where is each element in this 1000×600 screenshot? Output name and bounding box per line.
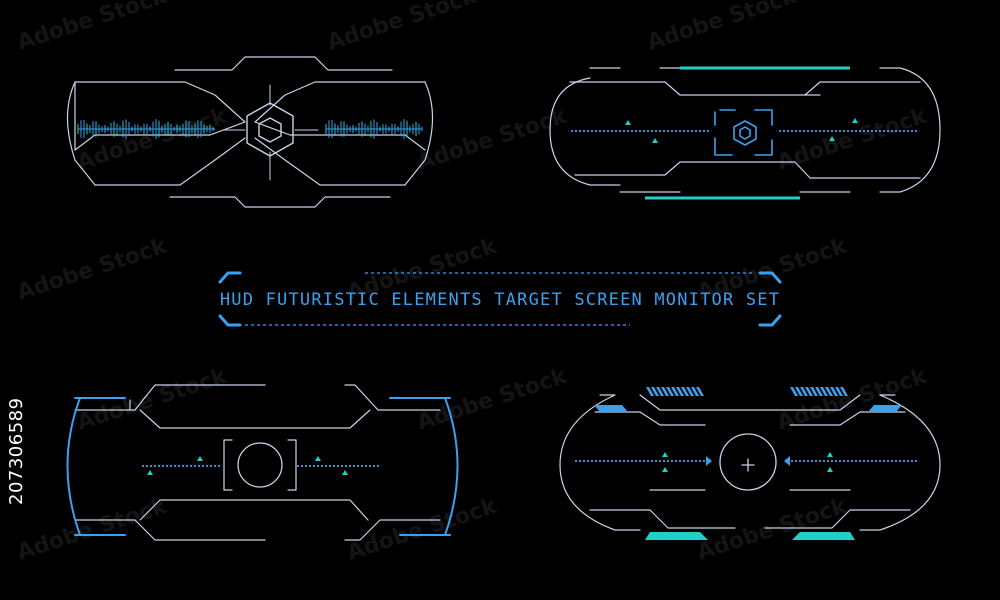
watermark-text: Adobe Stock (14, 0, 171, 56)
hatched-bar-right (790, 387, 848, 396)
hud-panel-crosshair-circle (559, 387, 941, 540)
watermark-text: Adobe Stock (14, 233, 171, 305)
crosshair-circle-icon (719, 433, 777, 491)
bracket-hexagon-icon (714, 109, 773, 156)
dotted-scale-left (574, 459, 706, 463)
banner-title: HUD FUTURISTIC ELEMENTS TARGET SCREEN MO… (220, 290, 780, 310)
watermark-text: Adobe Stock (324, 0, 481, 56)
dotted-scale-right (778, 129, 918, 133)
hud-panel-circle-bracket (66, 384, 459, 541)
watermark-text: Adobe Stock (414, 103, 571, 175)
hatched-bar-left (646, 387, 704, 396)
hexagon-target-icon (246, 102, 294, 157)
watermark-text: Adobe Stock (344, 493, 501, 565)
stock-id-label: 207306589 (6, 397, 27, 505)
watermark-text: Adobe Stock (644, 0, 801, 56)
circle-bracket-icon (223, 439, 297, 491)
waveform-right (325, 119, 423, 139)
title-banner: HUD FUTURISTIC ELEMENTS TARGET SCREEN MO… (218, 271, 782, 327)
waveform-left (77, 119, 215, 139)
dotted-scale-right (790, 459, 918, 463)
watermark-text: Adobe Stock (694, 493, 851, 565)
dotted-scale-right (296, 464, 380, 468)
hud-panel-bracket-reticle (549, 66, 941, 200)
hud-panel-hexagon-waveform (66, 56, 434, 208)
dotted-scale-left (570, 129, 710, 133)
watermark-text: Adobe Stock (14, 493, 171, 565)
watermark-text: Adobe Stock (414, 363, 571, 435)
dotted-scale-left (141, 464, 221, 468)
watermark-text: Adobe Stock (74, 363, 231, 435)
